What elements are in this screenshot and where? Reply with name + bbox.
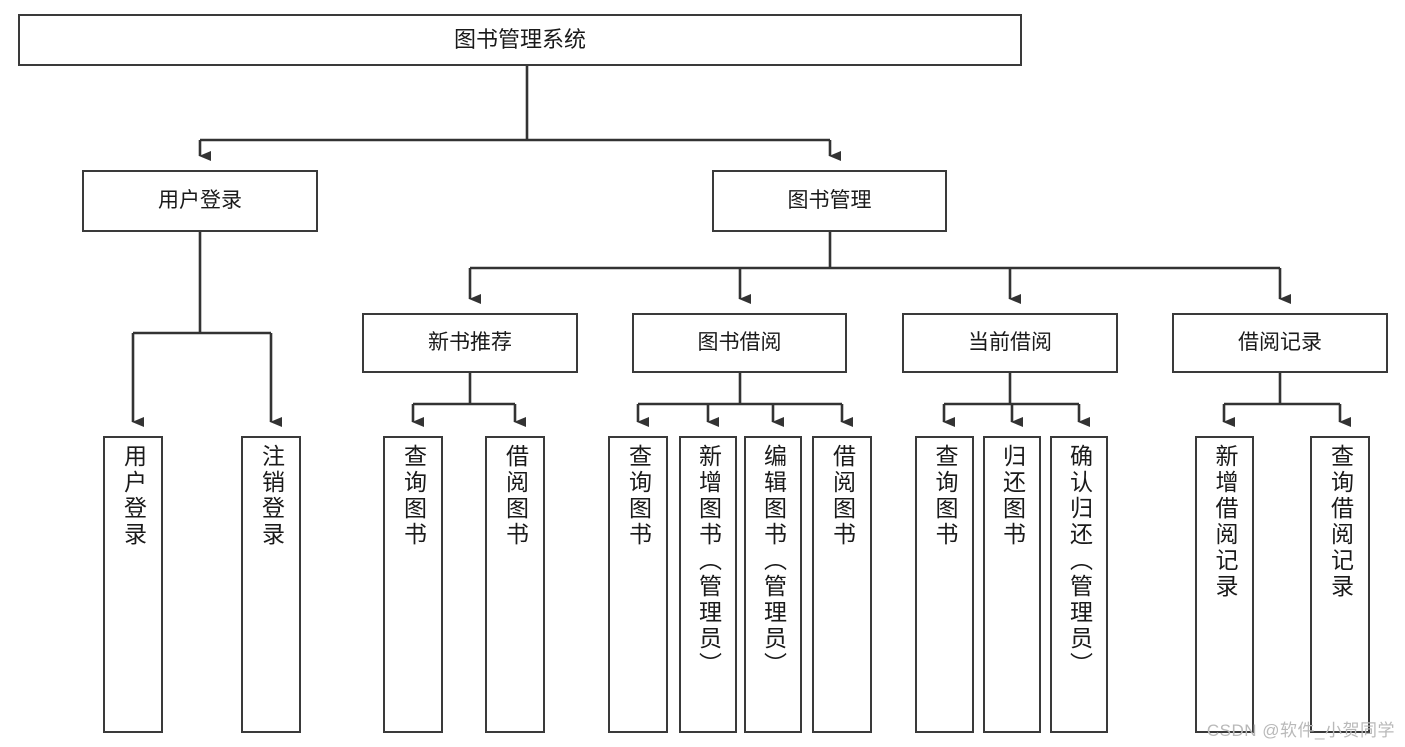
node-label: 新增借阅记录 [1212,444,1238,600]
node-label: 借阅记录 [1238,330,1322,354]
node-leaf-7[interactable]: 借阅图书 [812,436,872,733]
node-leaf-9[interactable]: 归还图书 [983,436,1041,733]
node-label: 确认归还（管理员） [1066,444,1093,678]
node-root-system[interactable]: 图书管理系统 [18,14,1022,66]
node-level3-2[interactable]: 当前借阅 [902,313,1118,373]
node-label: 查询图书 [400,444,427,548]
node-leaf-6[interactable]: 编辑图书（管理员） [744,436,802,733]
node-leaf-8[interactable]: 查询图书 [915,436,974,733]
node-leaf-11[interactable]: 新增借阅记录 [1195,436,1254,733]
node-label: 借阅图书 [502,444,529,548]
node-label: 当前借阅 [968,330,1052,354]
node-level3-0[interactable]: 新书推荐 [362,313,578,373]
node-label: 新书推荐 [428,330,512,354]
node-label: 注销登录 [258,444,285,548]
watermark-text: CSDN @软件_小贺同学 [1206,721,1395,740]
node-level2-0[interactable]: 用户登录 [82,170,318,232]
node-label: 查询图书 [932,444,958,548]
node-leaf-5[interactable]: 新增图书（管理员） [679,436,737,733]
node-label: 图书借阅 [697,330,782,354]
node-label: 用户登录 [120,444,147,548]
node-leaf-4[interactable]: 查询图书 [608,436,668,733]
node-leaf-2[interactable]: 查询图书 [383,436,443,733]
node-label: 编辑图书（管理员） [760,444,787,678]
node-leaf-1[interactable]: 注销登录 [241,436,301,733]
node-leaf-3[interactable]: 借阅图书 [485,436,545,733]
node-label: 新增图书（管理员） [695,444,722,678]
node-label: 归还图书 [999,444,1026,548]
connector-lines [131,66,1351,427]
node-level3-1[interactable]: 图书借阅 [632,313,847,373]
node-label: 查询图书 [625,444,652,548]
node-label: 借阅图书 [829,444,856,548]
node-label: 图书管理系统 [453,27,586,53]
node-leaf-10[interactable]: 确认归还（管理员） [1050,436,1108,733]
node-leaf-12[interactable]: 查询借阅记录 [1310,436,1370,733]
node-level2-1[interactable]: 图书管理 [712,170,947,232]
node-level3-3[interactable]: 借阅记录 [1172,313,1388,373]
node-label: 用户登录 [158,188,242,212]
node-label: 图书管理 [787,188,872,212]
node-label: 查询借阅记录 [1327,444,1354,600]
node-leaf-0[interactable]: 用户登录 [103,436,163,733]
